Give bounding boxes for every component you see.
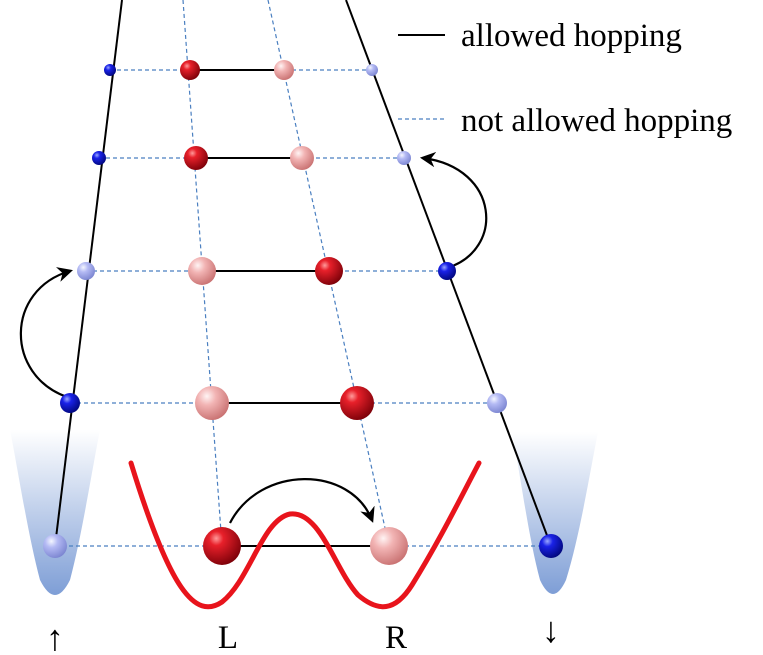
site-light-red: [274, 60, 294, 80]
site-light-blue: [487, 393, 507, 413]
site-light-red: [195, 386, 229, 420]
site-dark-blue: [438, 262, 456, 280]
right-well-label: R: [385, 620, 407, 655]
hop-arrow-bottom: [229, 478, 375, 524]
lattice-sites: [43, 60, 563, 565]
site-light-blue: [43, 534, 67, 558]
site-dark-red: [203, 527, 241, 565]
double-well-potential: [128, 460, 482, 610]
site-dark-red: [315, 257, 343, 285]
legend-not-allowed-label: not allowed hopping: [461, 103, 732, 139]
site-dark-blue: [104, 64, 116, 76]
site-light-blue: [77, 262, 95, 280]
left-trap: [10, 430, 100, 595]
site-dark-red: [184, 146, 208, 170]
site-light-red: [188, 257, 216, 285]
site-dark-red: [180, 60, 200, 80]
site-light-red: [290, 146, 314, 170]
spin-down-arrow-icon: ↓: [542, 610, 560, 650]
site-light-blue: [397, 151, 411, 165]
site-light-blue: [366, 64, 378, 76]
not-allowed-horizontal-lines: [55, 69, 551, 547]
hop-arrow-right: [419, 151, 488, 270]
site-light-red: [370, 527, 408, 565]
site-dark-blue: [60, 393, 80, 413]
allowed-horizontal-bonds: [190, 69, 389, 547]
spin-up-arrow-icon: ↑: [46, 618, 64, 655]
column-dashed: [267, 0, 390, 547]
site-dark-red: [340, 386, 374, 420]
legend-allowed-label: allowed hopping: [461, 18, 682, 54]
legend: allowed hopping not allowed hopping: [398, 18, 732, 139]
site-dark-blue: [539, 534, 563, 558]
left-well-label: L: [218, 620, 238, 655]
site-dark-blue: [92, 151, 106, 165]
hop-arrow-left: [19, 267, 73, 399]
right-trap: [512, 432, 598, 594]
